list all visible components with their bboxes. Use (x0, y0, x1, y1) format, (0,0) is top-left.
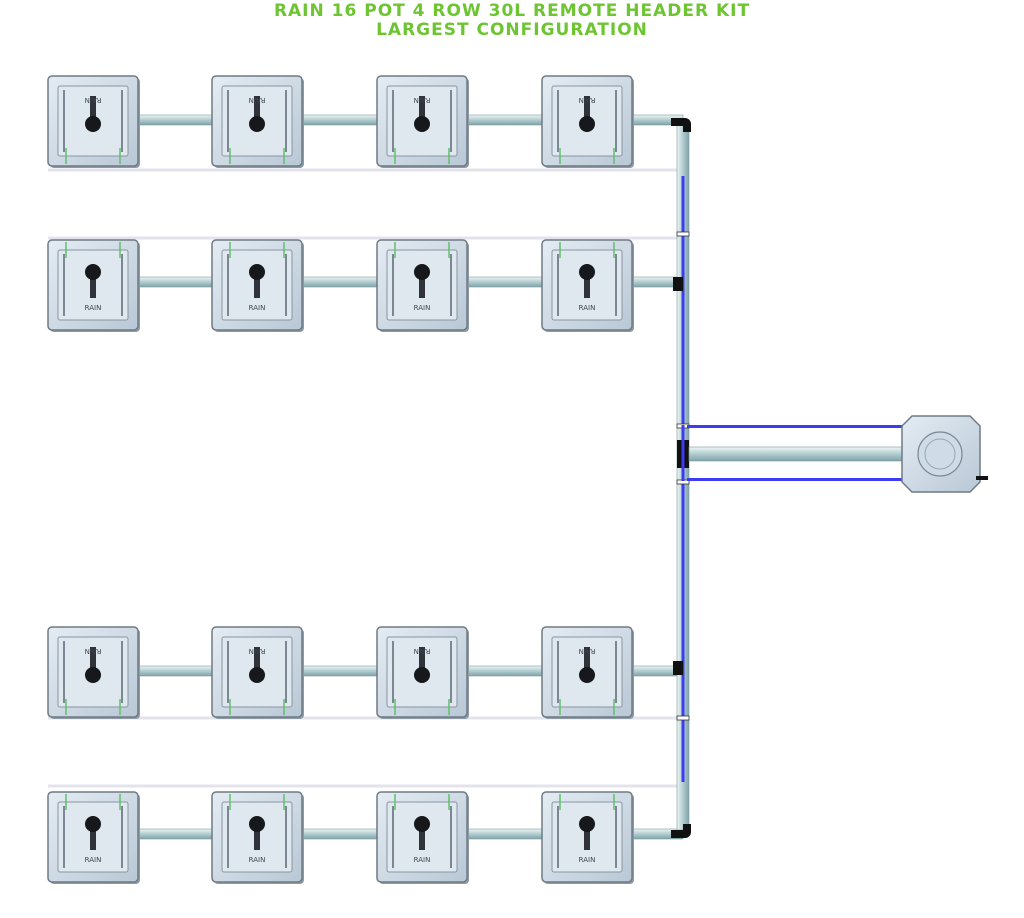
pot-label: RAIN (579, 647, 596, 655)
drain-lines (48, 168, 688, 788)
drain-stem (419, 824, 425, 850)
tee-fitting (673, 661, 683, 675)
drain-stem (90, 96, 96, 124)
elbow-fitting (671, 824, 691, 838)
drain-hole (579, 816, 595, 832)
pot: RAIN (47, 791, 140, 884)
drain-stem (584, 96, 590, 124)
pot: RAIN (376, 626, 469, 719)
drain-stem (419, 272, 425, 298)
title-block: RAIN 16 POT 4 ROW 30L REMOTE HEADER KIT … (0, 2, 1024, 40)
drain-stem (419, 96, 425, 124)
pot-label: RAIN (249, 856, 266, 864)
pot-label: RAIN (249, 304, 266, 312)
header-outlet (976, 476, 988, 480)
pot: RAIN (47, 239, 140, 332)
header-lid-ring (924, 438, 956, 470)
drain-hole (414, 116, 430, 132)
pot: RAIN (211, 626, 304, 719)
coupler (676, 715, 690, 721)
drain-hole (249, 816, 265, 832)
coupler (676, 231, 690, 237)
pot: RAIN (211, 75, 304, 168)
drain-stem (419, 647, 425, 675)
pot: RAIN (541, 75, 634, 168)
pot-label: RAIN (85, 647, 102, 655)
header-lid (917, 431, 963, 477)
row-pipes (95, 114, 684, 840)
manifold (671, 118, 907, 838)
drain-hole (414, 816, 430, 832)
drain-hole (414, 667, 430, 683)
pot-label: RAIN (85, 304, 102, 312)
pot: RAIN (541, 626, 634, 719)
pot-label: RAIN (579, 304, 596, 312)
pot: RAIN (541, 791, 634, 884)
drain-hole (414, 264, 430, 280)
drain-hole (85, 667, 101, 683)
drain-line (48, 784, 688, 788)
tee-fitting (673, 277, 683, 291)
feed-line-lower (687, 478, 907, 481)
drain-stem (254, 96, 260, 124)
drain-stem (254, 272, 260, 298)
pot: RAIN (211, 239, 304, 332)
remote-header-unit (901, 415, 988, 493)
drain-hole (85, 264, 101, 280)
pot-label: RAIN (579, 96, 596, 104)
pot-label: RAIN (85, 856, 102, 864)
drain-hole (249, 264, 265, 280)
pot-label: RAIN (414, 856, 431, 864)
drain-stem (90, 824, 96, 850)
drain-hole (85, 816, 101, 832)
drain-line (48, 236, 688, 240)
drain-line (48, 168, 688, 172)
pot-label: RAIN (579, 856, 596, 864)
header-pipe (688, 446, 906, 462)
pot: RAIN (47, 626, 140, 719)
pot: RAIN (211, 791, 304, 884)
drain-stem (254, 824, 260, 850)
drain-stem (90, 272, 96, 298)
pot-label: RAIN (414, 96, 431, 104)
pot: RAIN (376, 239, 469, 332)
pot-label: RAIN (249, 96, 266, 104)
drain-stem (254, 647, 260, 675)
drain-hole (249, 667, 265, 683)
elbow-fitting (671, 118, 691, 132)
drain-stem (584, 647, 590, 675)
title-line-2: LARGEST CONFIGURATION (376, 20, 648, 40)
drain-hole (85, 116, 101, 132)
drain-hole (579, 264, 595, 280)
drain-hole (249, 116, 265, 132)
pot-label: RAIN (249, 647, 266, 655)
drain-stem (584, 824, 590, 850)
drain-stem (90, 647, 96, 675)
pot: RAIN (376, 75, 469, 168)
drain-hole (579, 667, 595, 683)
feed-line-upper (687, 425, 907, 428)
pot-label: RAIN (414, 304, 431, 312)
title-line-1: RAIN 16 POT 4 ROW 30L REMOTE HEADER KIT (273, 1, 751, 21)
drain-stem (584, 272, 590, 298)
feed-line-joint (681, 425, 685, 481)
pots: RAIN RAIN RAIN RAIN RAIN RAIN RAIN RAIN RAIN RAIN… (47, 75, 634, 884)
pot: RAIN (541, 239, 634, 332)
pot: RAIN (47, 75, 140, 168)
pot: RAIN (376, 791, 469, 884)
drain-hole (579, 116, 595, 132)
drain-line (48, 716, 688, 720)
pot-label: RAIN (85, 96, 102, 104)
pot-label: RAIN (414, 647, 431, 655)
